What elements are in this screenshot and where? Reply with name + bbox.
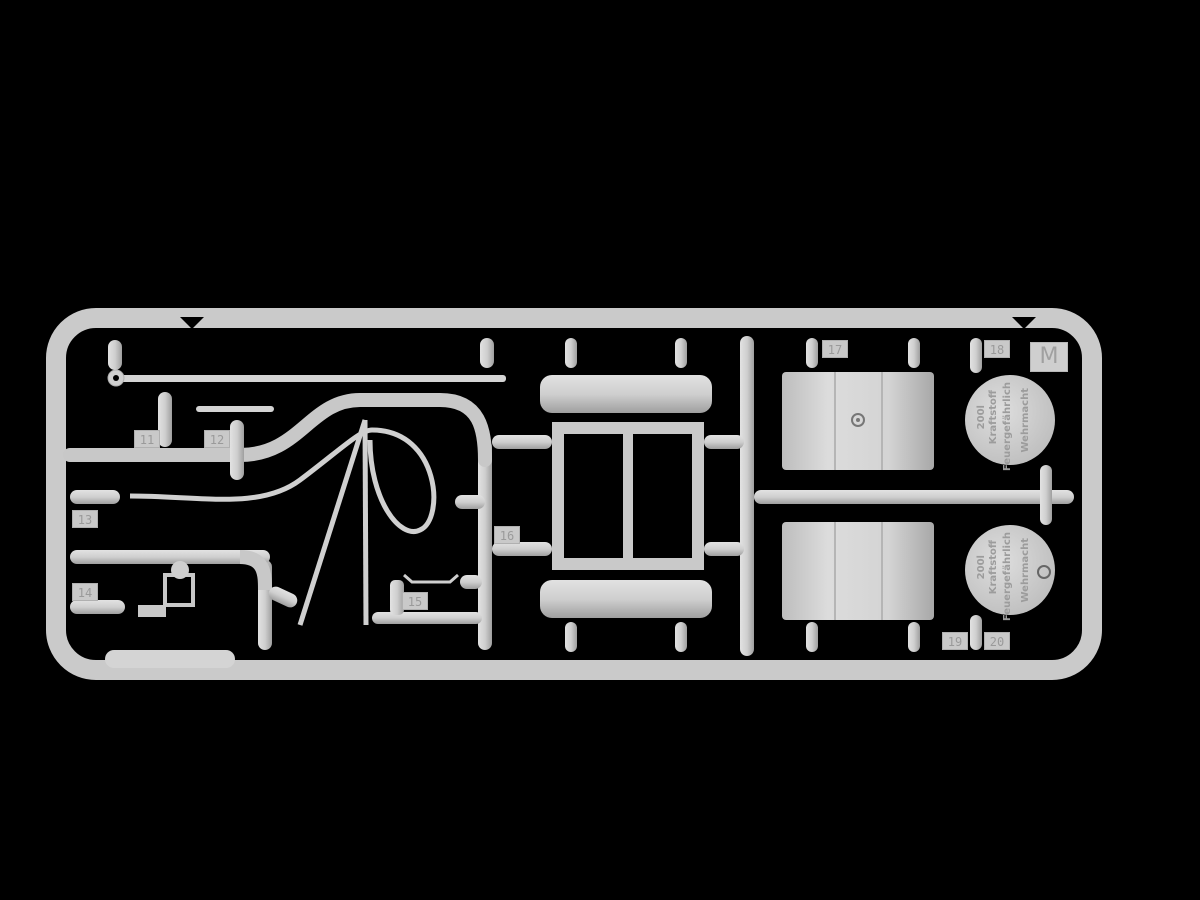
lid-text-18-line4: Wehrmacht bbox=[1020, 388, 1031, 453]
part-number-16: 16 bbox=[494, 526, 520, 544]
lid-text-20-line3: Feuergefährlich bbox=[1002, 532, 1013, 622]
drum-lid-18 bbox=[965, 375, 1055, 465]
sprue-letter: M bbox=[1030, 342, 1068, 372]
part-number-17: 17 bbox=[822, 340, 848, 358]
lid-text-18-line2: Kraftstoff bbox=[988, 390, 999, 445]
lid-text-18-line3: Feuergefährlich bbox=[1002, 382, 1013, 472]
part-number-14: 14 bbox=[72, 583, 98, 601]
part-number-20: 20 bbox=[984, 632, 1010, 650]
part-number-12: 12 bbox=[204, 430, 230, 448]
lid-text-20-line4: Wehrmacht bbox=[1020, 538, 1031, 603]
part-number-11: 11 bbox=[134, 430, 160, 448]
wheel-bottom bbox=[540, 580, 712, 618]
part-number-18: 18 bbox=[984, 340, 1010, 358]
part-number-15: 15 bbox=[402, 592, 428, 610]
drum-lid-20 bbox=[965, 525, 1055, 615]
lid-text-18-line1: 200l bbox=[976, 405, 987, 430]
lid-text-20-line2: Kraftstoff bbox=[988, 540, 999, 595]
outer-frame bbox=[46, 308, 1102, 680]
wheel-top bbox=[540, 375, 712, 413]
part-number-13: 13 bbox=[72, 510, 98, 528]
lid-text-20-line1: 200l bbox=[976, 555, 987, 580]
fuel-drum-19 bbox=[782, 522, 934, 620]
part-number-19: 19 bbox=[942, 632, 968, 650]
